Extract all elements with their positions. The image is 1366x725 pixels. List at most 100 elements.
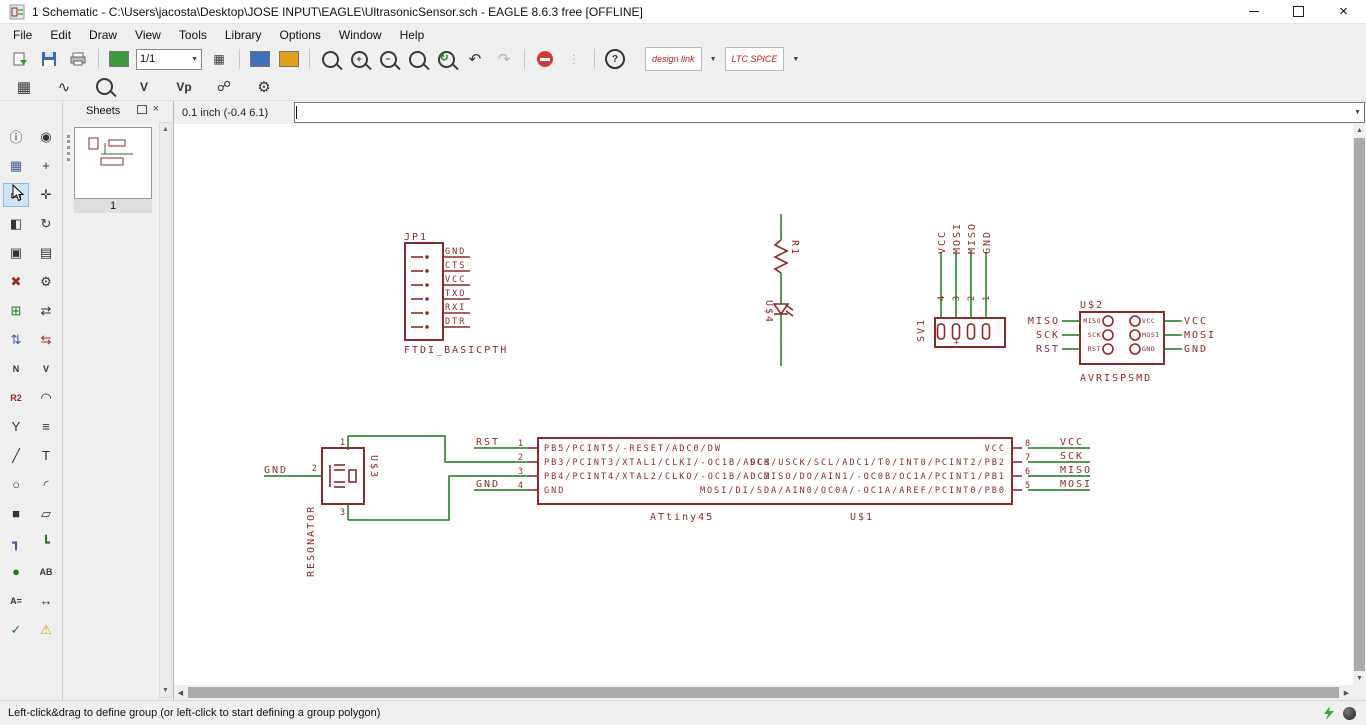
sheet-number-label[interactable]: 1: [74, 199, 152, 213]
menu-draw[interactable]: Draw: [89, 27, 118, 42]
schematic-view-button[interactable]: [248, 47, 272, 71]
zoom-out-button[interactable]: −: [376, 47, 400, 71]
menu-view[interactable]: View: [135, 27, 161, 42]
scroll-down-icon[interactable]: ▼: [1356, 675, 1363, 682]
scroll-up-icon[interactable]: ▲: [1356, 127, 1363, 134]
float-panel-icon[interactable]: [136, 105, 147, 114]
mirror-tool[interactable]: ◧: [3, 212, 29, 236]
move-tool[interactable]: ✛: [33, 183, 59, 207]
pinswap-tool[interactable]: ⇅: [3, 328, 29, 352]
smash-tool[interactable]: R2: [3, 386, 29, 410]
grid-button[interactable]: ▦: [207, 47, 231, 71]
paste-tool[interactable]: ▤: [33, 241, 59, 265]
component-r1[interactable]: R1: [773, 214, 800, 304]
copy-tool[interactable]: ▣: [3, 241, 29, 265]
zoom-redraw-button[interactable]: ↻: [434, 47, 458, 71]
command-input[interactable]: [297, 105, 1355, 120]
info-tool[interactable]: ⓘ: [3, 125, 29, 149]
label-tool[interactable]: AB: [33, 560, 59, 584]
menu-help[interactable]: Help: [399, 27, 425, 42]
menu-library[interactable]: Library: [224, 27, 262, 42]
net-tool[interactable]: ┗: [33, 531, 59, 555]
show-tool[interactable]: ◉: [33, 125, 59, 149]
menu-file[interactable]: File: [13, 27, 33, 42]
minimize-button[interactable]: [1231, 0, 1276, 24]
vertical-scroll-thumb[interactable]: [1354, 138, 1365, 671]
group-tool[interactable]: ▭: [3, 182, 29, 207]
design-link-button[interactable]: design link: [645, 47, 702, 71]
scroll-up-icon[interactable]: ▲: [162, 126, 169, 133]
bus-tool[interactable]: ┓: [3, 531, 29, 555]
sheets-scrollbar[interactable]: ▲ ▼: [159, 122, 172, 698]
dimension-tool[interactable]: ↔: [33, 589, 59, 613]
component-jp1[interactable]: JP1 GND CTS VCC TXO RXI DTR FTDI_BASICPT…: [404, 232, 508, 356]
arc-tool[interactable]: ◜: [33, 473, 59, 497]
wire-tool[interactable]: ╱: [3, 444, 29, 468]
replace-tool[interactable]: ⇄: [33, 299, 59, 323]
scroll-down-icon[interactable]: ▼: [162, 687, 169, 694]
rotate-tool[interactable]: ↻: [33, 212, 59, 236]
errors-tool[interactable]: ⚠: [33, 618, 59, 642]
zoom-select-button[interactable]: [405, 47, 429, 71]
link-button[interactable]: ☍: [212, 75, 236, 99]
add-part-tool[interactable]: ⊞: [3, 299, 29, 323]
save-button[interactable]: [37, 47, 61, 71]
gateswap-tool[interactable]: ⇆: [33, 328, 59, 352]
connection-status-icon[interactable]: [1343, 706, 1356, 720]
zoom-in-button[interactable]: +: [347, 47, 371, 71]
junction-tool[interactable]: ●: [3, 560, 29, 584]
mark-tool[interactable]: +: [33, 154, 59, 178]
phase-probe-button[interactable]: Vp: [172, 75, 196, 99]
split-tool[interactable]: Y: [3, 415, 29, 439]
undo-button[interactable]: ↶: [463, 47, 487, 71]
close-panel-icon[interactable]: ×: [152, 103, 159, 115]
menu-options[interactable]: Options: [279, 27, 321, 42]
change-tool[interactable]: ⚙: [33, 270, 59, 294]
text-tool[interactable]: T: [33, 444, 59, 468]
ltc-spice-dropdown[interactable]: ▼: [789, 48, 802, 70]
vertical-scrollbar[interactable]: ▲ ▼: [1353, 124, 1366, 685]
stop-button[interactable]: [533, 47, 557, 71]
miter-tool[interactable]: ◠: [33, 386, 59, 410]
close-button[interactable]: ×: [1321, 0, 1366, 24]
erc-tool[interactable]: ✓: [3, 618, 29, 642]
component-u4[interactable]: U$4: [763, 300, 794, 366]
menu-edit[interactable]: Edit: [50, 27, 72, 42]
settings-gear-button[interactable]: ⚙: [252, 75, 276, 99]
circle-tool[interactable]: ○: [3, 473, 29, 497]
maximize-button[interactable]: [1276, 0, 1321, 24]
redo-button[interactable]: ↷: [492, 47, 516, 71]
schematic-canvas[interactable]: JP1 GND CTS VCC TXO RXI DTR FTDI_BASICPT…: [174, 124, 1353, 685]
delete-tool[interactable]: ✖: [3, 270, 29, 294]
invoke-tool[interactable]: ≡: [33, 415, 59, 439]
sheet-thumbnail[interactable]: [74, 127, 152, 199]
print-button[interactable]: [66, 47, 90, 71]
voltage-probe-button[interactable]: V: [132, 75, 156, 99]
component-sv1[interactable]: VCC MOSI MISO GND 4 3 2 1 + SV1: [916, 222, 1006, 348]
zoom-fit-button[interactable]: [318, 47, 342, 71]
horizontal-scrollbar[interactable]: ◀ ▶: [174, 685, 1353, 700]
component-u2[interactable]: U$2 MISO SCK RST VCC MOSI GND MISO SCK R…: [1028, 300, 1216, 384]
generate-board-button[interactable]: [107, 47, 131, 71]
signal-button[interactable]: ∿: [52, 75, 76, 99]
scroll-right-icon[interactable]: ▶: [1343, 689, 1350, 697]
component-u3[interactable]: GND 1 2 3 U$3 RESONATOR: [264, 438, 379, 577]
panel-drag-handle[interactable]: [67, 135, 70, 161]
open-button[interactable]: [8, 47, 32, 71]
library-manager-button[interactable]: [277, 47, 301, 71]
name-tool[interactable]: N: [3, 357, 29, 381]
sheet-combo[interactable]: 1/1 ▼: [136, 48, 202, 70]
attribute-tool[interactable]: A=: [3, 589, 29, 613]
grid-table-button[interactable]: ▦: [12, 75, 36, 99]
ltc-spice-button[interactable]: LTC SPICE: [724, 47, 785, 71]
design-link-dropdown[interactable]: ▼: [707, 48, 720, 70]
lightning-status-icon[interactable]: [1323, 706, 1335, 720]
menu-window[interactable]: Window: [338, 27, 382, 42]
rect-tool[interactable]: ■: [3, 502, 29, 526]
polygon-tool[interactable]: ▱: [33, 502, 59, 526]
menu-tools[interactable]: Tools: [178, 27, 207, 42]
help-button[interactable]: ?: [603, 47, 627, 71]
scroll-left-icon[interactable]: ◀: [177, 689, 184, 697]
more-button[interactable]: ⋮: [562, 47, 586, 71]
zoom-probe-button[interactable]: [92, 75, 116, 99]
